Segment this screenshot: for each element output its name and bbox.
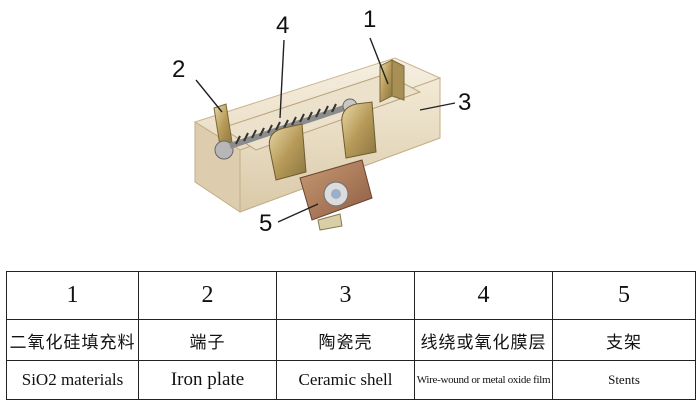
legend-chinese-row: 二氧化硅填充料 端子 陶瓷壳 线绕或氧化膜层 支架 (6, 319, 696, 361)
callout-4: 4 (276, 12, 290, 39)
resistor-drawing (193, 37, 456, 231)
callout-5: 5 (259, 210, 273, 237)
ceramic-shell (193, 57, 442, 213)
legend-chinese-3: 陶瓷壳 (276, 319, 415, 361)
legend-number-1: 1 (6, 271, 139, 320)
legend-english-3: Ceramic shell (276, 360, 415, 400)
parts-legend-table: 1 2 3 4 5 二氧化硅填充料 端子 陶瓷壳 线绕或氧化膜层 支架 SiO2… (6, 271, 696, 400)
callout-2: 2 (172, 56, 186, 83)
callout-1: 1 (363, 6, 377, 33)
legend-chinese-4: 线绕或氧化膜层 (414, 319, 553, 361)
legend-english-row: SiO2 materials Iron plate Ceramic shell … (6, 360, 696, 400)
terminal-right (379, 59, 405, 103)
legend-english-2: Iron plate (138, 360, 277, 400)
legend-number-5: 5 (552, 271, 696, 320)
callout-3: 3 (458, 89, 472, 116)
leader-lines (195, 37, 456, 223)
legend-chinese-1: 二氧化硅填充料 (6, 319, 139, 361)
legend-chinese-2: 端子 (138, 319, 277, 361)
resistor-cutaway-illustration: 1 2 3 4 5 (172, 6, 472, 237)
legend-chinese-5: 支架 (552, 319, 696, 361)
legend-number-row: 1 2 3 4 5 (6, 271, 696, 320)
legend-english-5: Stents (552, 360, 696, 400)
legend-number-2: 2 (138, 271, 277, 320)
legend-english-4: Wire-wound or metal oxide film (414, 360, 553, 400)
legend-english-1: SiO2 materials (6, 360, 139, 400)
legend-number-3: 3 (276, 271, 415, 320)
mounting-bracket (268, 101, 377, 231)
terminal-left (213, 103, 234, 160)
legend-number-4: 4 (414, 271, 553, 320)
